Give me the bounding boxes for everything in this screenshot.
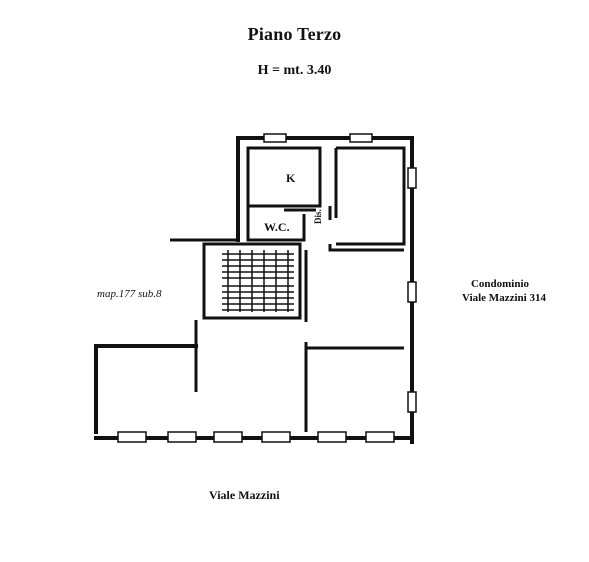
east-windows <box>407 167 417 413</box>
stair-well <box>202 242 302 320</box>
ceiling-height: H = mt. 3.40 <box>257 63 332 78</box>
door-marks <box>284 206 332 220</box>
plan-title: Piano Terzo <box>247 24 342 44</box>
bedroom-north-east <box>336 146 406 246</box>
street-label: Viale Mazzini <box>209 488 280 502</box>
corridor-wall <box>328 244 404 252</box>
wc-label: W.C. <box>264 220 290 234</box>
wc-room <box>246 206 306 242</box>
storage-label: Dis. <box>313 209 323 224</box>
outer-wall-north-east <box>236 136 414 444</box>
neighbor-line-2: Viale Mazzini 314 <box>462 292 546 304</box>
stair-treads <box>222 250 294 312</box>
neighbor-line-1: Condominio <box>470 278 530 290</box>
neighbor-label: Condominio Viale Mazzini 314 <box>444 277 564 305</box>
kitchen-room <box>246 146 322 208</box>
facade-windows <box>117 431 395 443</box>
map-reference: map.177 sub.8 <box>97 288 162 300</box>
north-windows <box>263 133 373 143</box>
kitchen-label: K <box>286 171 296 185</box>
